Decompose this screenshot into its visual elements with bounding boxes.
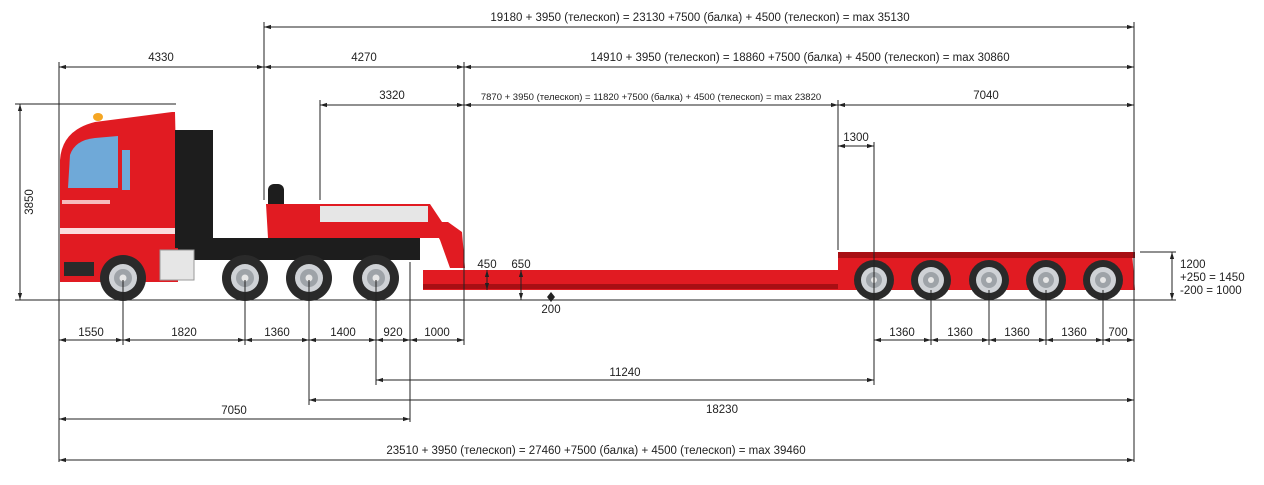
label-ramp-to-axle: 1300 xyxy=(843,132,869,144)
label-rear-axle-4: 1360 xyxy=(1061,327,1087,339)
clearance-marker-icon xyxy=(547,292,555,302)
label-total-height: 3850 xyxy=(24,189,36,215)
beacon-light xyxy=(93,113,103,121)
truck-illustration xyxy=(15,112,1140,301)
cab-rear-stack xyxy=(175,130,213,248)
label-well-length: 7870 + 3950 (телескоп) = 11820 +7500 (ба… xyxy=(481,92,821,103)
cab-bumper xyxy=(64,262,94,276)
label-kingpin-to-neck: 4270 xyxy=(351,52,377,64)
label-rear-axle-2: 1360 xyxy=(947,327,973,339)
label-coupling-to-deck: 1000 xyxy=(424,327,450,339)
gooseneck-panel xyxy=(320,206,428,222)
tractor-chassis xyxy=(150,238,420,260)
label-gooseneck: 3320 xyxy=(379,90,405,102)
label-rear-height: 1200 xyxy=(1180,259,1206,271)
label-deck-650: 650 xyxy=(511,259,530,271)
label-rear-axle-3: 1360 xyxy=(1004,327,1030,339)
label-axle-to-coupling: 920 xyxy=(383,327,402,339)
witness-lines xyxy=(15,22,1176,462)
dimension-labels: 19180 + 3950 (телескоп) = 23130 +7500 (б… xyxy=(24,12,1245,457)
label-wheelbase-1: 1820 xyxy=(171,327,197,339)
label-rear-axle-1: 1360 xyxy=(889,327,915,339)
label-cab-to-kingpin: 4330 xyxy=(148,52,174,64)
label-overall-top: 19180 + 3950 (телескоп) = 23130 +7500 (б… xyxy=(490,12,909,24)
cab-windshield xyxy=(68,136,118,188)
label-rear-plus: +250 = 1450 xyxy=(1180,272,1245,284)
label-deck-450: 450 xyxy=(477,259,496,271)
label-rear-section: 7040 xyxy=(973,90,999,102)
label-deck-overall: 14910 + 3950 (телескоп) = 18860 +7500 (б… xyxy=(590,52,1009,64)
lowbed-deck-shadow xyxy=(423,284,843,289)
label-ground-clearance: 200 xyxy=(541,304,560,316)
cab-stripe xyxy=(60,228,178,234)
label-overall-bottom: 23510 + 3950 (телескоп) = 27460 +7500 (б… xyxy=(386,445,805,457)
label-trailer-wheelbase: 11240 xyxy=(609,367,640,379)
label-rear-overhang: 700 xyxy=(1108,327,1127,339)
cab-side-window xyxy=(122,150,130,190)
dimension-lines xyxy=(17,24,1175,463)
label-axle-span: 18230 xyxy=(706,404,738,416)
label-front-overhang: 1550 xyxy=(78,327,104,339)
label-wheelbase-3: 1400 xyxy=(330,327,356,339)
cab-stripe-2 xyxy=(62,200,110,204)
label-wheelbase-2: 1360 xyxy=(264,327,290,339)
fuel-tank xyxy=(159,249,195,281)
gooseneck-neck xyxy=(430,222,465,268)
label-tractor-length: 7050 xyxy=(221,405,247,417)
rear-section-rail xyxy=(838,252,1135,258)
label-rear-minus: -200 = 1000 xyxy=(1180,285,1242,297)
